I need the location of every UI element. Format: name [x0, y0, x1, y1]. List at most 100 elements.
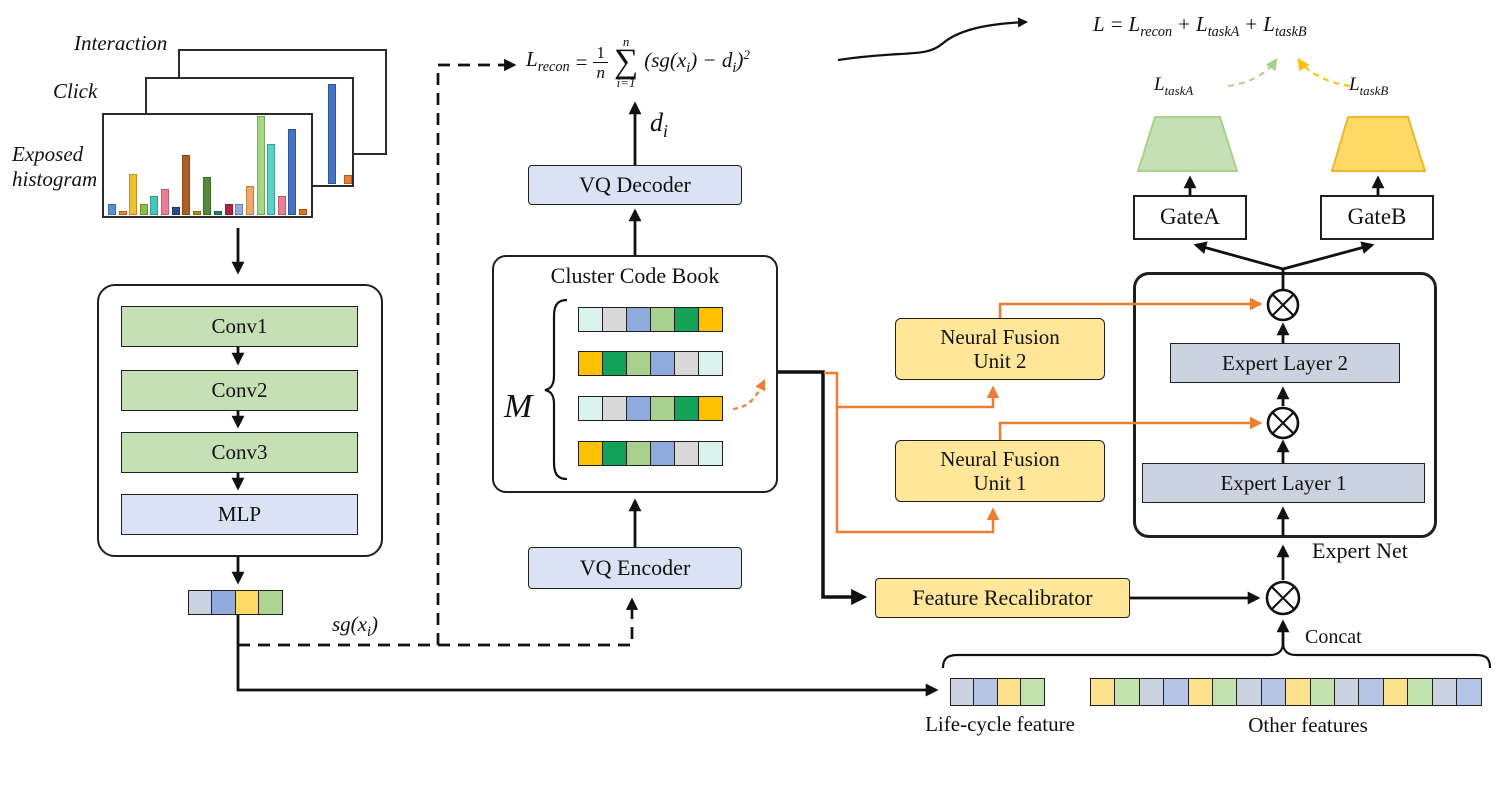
- click-label: Click: [53, 79, 98, 103]
- loss-taskA-label: LtaskA: [1154, 74, 1194, 98]
- codebook-row: [578, 351, 724, 376]
- codebook-row: [578, 396, 724, 421]
- histogram-bar: [245, 186, 254, 215]
- codebook-row: [578, 307, 724, 332]
- feature-cell: [234, 590, 260, 615]
- feature-cell: [1358, 678, 1385, 706]
- taskB-loss-dashed-arrow: [1297, 58, 1351, 87]
- feature-cell: [601, 396, 628, 421]
- feature-cell: [1020, 678, 1046, 706]
- recon-loss-lhs: Lrecon: [526, 47, 570, 76]
- feature-cell: [625, 396, 652, 421]
- histogram-bar: [328, 84, 336, 184]
- feature-cell: [1212, 678, 1239, 706]
- histogram-bar: [139, 204, 148, 215]
- concat-label: Concat: [1305, 626, 1362, 648]
- mlp-block: MLP: [121, 494, 358, 535]
- expert-net-label: Expert Net: [1312, 538, 1408, 563]
- histogram-bar: [267, 144, 276, 215]
- histogram-bar: [288, 129, 297, 215]
- vq-decoder-block: VQ Decoder: [528, 165, 742, 205]
- feature-cell: [578, 307, 604, 332]
- histogram-bar: [118, 211, 127, 215]
- codebook-m-label: M: [504, 388, 533, 425]
- total-loss-formula: L= Lrecon + LtaskA + LtaskB: [1093, 12, 1307, 41]
- histogram-bar: [182, 155, 191, 215]
- histogram-bar: [108, 204, 116, 215]
- histogram-bar: [161, 189, 170, 215]
- sg-xi-label: sg(xi): [332, 612, 378, 641]
- feature-cell: [1407, 678, 1434, 706]
- lifecycle-feature-label: Life-cycle feature: [925, 712, 1075, 736]
- loss-taskB-label: LtaskB: [1349, 74, 1389, 98]
- feature-cell: [578, 396, 604, 421]
- click-window-bars: [328, 82, 352, 184]
- feature-cell: [697, 307, 724, 332]
- feature-cell: [649, 441, 676, 466]
- taskA-tower-trapezoid: [1136, 116, 1239, 172]
- feature-cell: [625, 307, 652, 332]
- feature-cell: [625, 441, 652, 466]
- exposed-histogram-window: [102, 113, 313, 218]
- feature-cell: [625, 351, 652, 376]
- feature-cell: [697, 351, 724, 376]
- concat-brace: [941, 644, 1492, 669]
- feature-cell: [950, 678, 975, 706]
- feature-cell: [973, 678, 999, 706]
- histogram-bar: [224, 204, 233, 215]
- histogram-bar: [344, 175, 352, 184]
- feature-cell: [258, 590, 284, 615]
- feature-cell: [1138, 678, 1165, 706]
- lifecycle-feature-strip: [950, 678, 1046, 706]
- feature-cell: [1236, 678, 1263, 706]
- other-features-label: Other features: [1248, 713, 1368, 737]
- feature-cell: [601, 441, 628, 466]
- feature-cell: [211, 590, 237, 615]
- feature-cell: [697, 396, 724, 421]
- feature-cell: [649, 396, 676, 421]
- feature-cell: [1187, 678, 1214, 706]
- feature-cell: [578, 351, 604, 376]
- recon-loss-term: (sg(xi) − di)2: [644, 46, 750, 77]
- expert-layer1-block: Expert Layer 1: [1142, 463, 1425, 503]
- di-label: di: [650, 108, 668, 142]
- other-features-strip: [1090, 678, 1483, 706]
- feature-cell: [1114, 678, 1141, 706]
- feature-cell: [1260, 678, 1287, 706]
- feature-recalibrator-block: Feature Recalibrator: [875, 578, 1130, 618]
- codebook-to-recalibrator-line: [778, 370, 868, 606]
- exposed-histogram-bars: [108, 114, 307, 215]
- interaction-label: Interaction: [74, 31, 168, 55]
- feature-cell: [673, 396, 700, 421]
- histogram-bar: [256, 116, 265, 215]
- feature-cell: [673, 441, 700, 466]
- histogram-bar: [214, 211, 223, 215]
- summation-symbol: n∑i=1: [613, 33, 639, 91]
- histogram-bar: [277, 196, 286, 215]
- feature-cell: [601, 307, 628, 332]
- feature-cell: [188, 590, 213, 615]
- feature-cell: [1309, 678, 1336, 706]
- feature-cell: [578, 441, 604, 466]
- histogram-bar: [298, 209, 307, 215]
- feature-cell: [697, 441, 724, 466]
- feature-cell: [1285, 678, 1312, 706]
- codebook-row: [578, 441, 724, 466]
- feature-cell: [996, 678, 1022, 706]
- gateB-block: GateB: [1320, 195, 1434, 240]
- feature-cell: [1431, 678, 1458, 706]
- feature-cell: [673, 307, 700, 332]
- histogram-bar: [192, 211, 201, 215]
- conv2-block: Conv2: [121, 370, 358, 411]
- conv3-block: Conv3: [121, 432, 358, 473]
- codebook-title: Cluster Code Book: [550, 263, 720, 288]
- recon-to-total-loss-curve: [837, 17, 1029, 62]
- vq-encoder-block: VQ Encoder: [528, 547, 742, 589]
- taskA-loss-dashed-arrow: [1227, 58, 1278, 87]
- gateA-block: GateA: [1133, 195, 1247, 240]
